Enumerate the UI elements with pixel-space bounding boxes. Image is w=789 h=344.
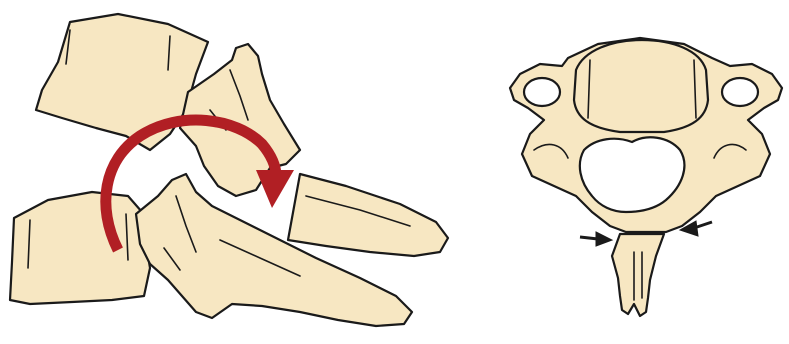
transverse-foramen-left [524,78,560,106]
fractured-spinous-process-lateral [288,174,448,256]
compression-arrow-left [580,232,612,246]
vertebral-body [574,40,708,132]
rotation-arrow-head [256,170,294,208]
axial-view [510,38,782,316]
transverse-foramen-right [722,78,758,106]
lower-vertebral-body [10,192,150,304]
fractured-spinous-process-axial [612,234,664,316]
lateral-view [10,14,448,326]
